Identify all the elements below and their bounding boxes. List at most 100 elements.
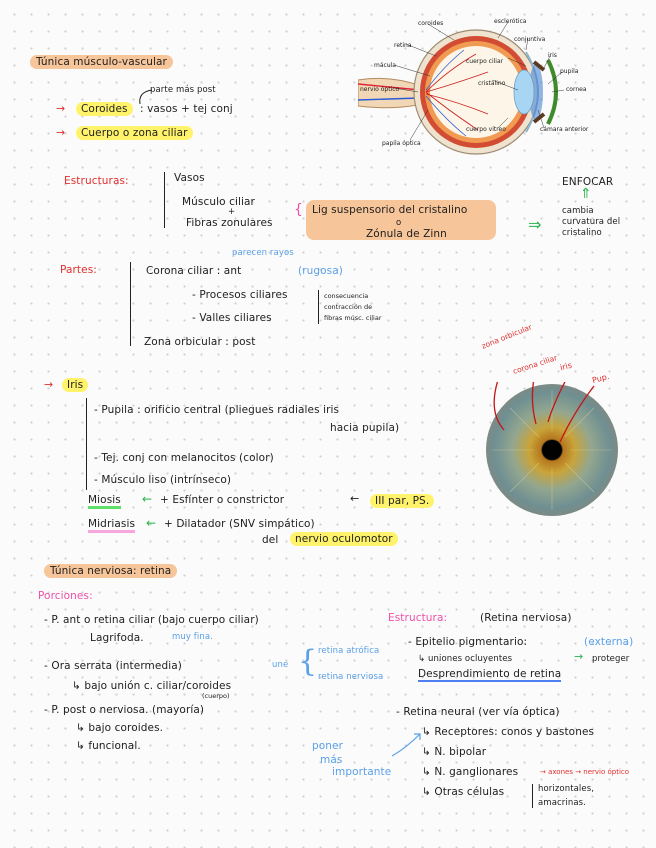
label-esclerotica: esclerótica [494, 18, 527, 25]
retina-neural: - Retina neural (ver vía óptica) [396, 706, 560, 718]
section1-title: Túnica músculo-vascular [30, 55, 173, 69]
label-cornea: cornea [566, 86, 587, 93]
nervio-oculomotor: nervio oculomotor [290, 532, 398, 546]
right-arrow-icon: → [574, 650, 584, 663]
zona-orbicular: Zona orbicular : post [144, 336, 256, 348]
curvatura: curvatura del [562, 217, 621, 227]
dilatador: + Dilatador (SNV simpático) [164, 518, 315, 530]
double-arrow-icon: ⇒ [528, 215, 542, 234]
left-arrow-icon: ← [146, 516, 157, 530]
estructura-label: Estructura: [388, 612, 448, 624]
n-bipolar: ↳ N. bipolar [422, 746, 487, 758]
blue-arrow-icon [391, 733, 421, 757]
n-ganglionares: ↳ N. ganglionares [422, 766, 519, 778]
une: une [272, 660, 289, 670]
cristalino: cristalino [562, 228, 602, 238]
proteger: proteger [592, 654, 630, 664]
ora-serrata: - Ora serrata (intermedia) [44, 660, 182, 672]
muy-fina: muy fina. [172, 632, 213, 642]
procesos-ciliares: - Procesos ciliares [192, 289, 288, 301]
retina-atrofica: retina atrófica [318, 646, 380, 656]
amacrinas: amacrinas. [538, 798, 586, 808]
mas: más [320, 754, 343, 766]
plus-sign: + [228, 207, 236, 217]
cuerpo-note: (cuerpo) [202, 692, 230, 700]
up-arrow-icon: ⇑ [580, 186, 592, 202]
pink-bracket: { [294, 202, 303, 218]
receptores: ↳ Receptores: conos y bastones [422, 726, 595, 738]
o-label: o [396, 218, 402, 228]
fibras-zonulares: Fibras zonulares [186, 217, 273, 229]
epitelio-pigmentario: - Epitelio pigmentario: [408, 636, 528, 648]
bajo-coroides: ↳ bajo coroides. [76, 722, 164, 734]
photo-label-iris: iris [559, 360, 573, 373]
cuerpo-ciliar-label: Cuerpo o zona ciliar [76, 126, 193, 140]
zonula: Zónula de Zinn [366, 228, 447, 240]
label-cristalino: cristalino [478, 80, 506, 87]
lagrifoda: Lagrifoda. [90, 632, 144, 644]
label-camara-anterior: cámara anterior [540, 126, 589, 133]
ligamento: Lig suspensorio del cristalino [312, 204, 468, 216]
nota-consecuencia: consecuencia [324, 292, 369, 300]
bajo-union: ↳ bajo unión c. ciliar/coroides [72, 680, 232, 692]
esfinter: + Esfínter o constrictor [160, 494, 285, 506]
brace [532, 784, 533, 808]
photo-label-zona-orbicular: zona orbicular [480, 322, 534, 351]
left-arrow-icon: ← [142, 492, 153, 506]
enfocar: ENFOCAR [562, 176, 614, 188]
horizontales: horizontales, [538, 784, 595, 794]
desprendimiento: Desprendimiento de retina [418, 668, 562, 682]
externa: (externa) [584, 636, 634, 648]
ligamento-box [306, 200, 496, 240]
label-retina: retina [394, 42, 412, 49]
curved-arrow-icon [139, 89, 153, 105]
pupila-def: - Pupila : orificio central (pliegues ra… [94, 404, 340, 416]
axones-nervio-optico: → axones → nervio óptico [540, 768, 630, 776]
label-macula: mácula [374, 62, 396, 69]
musculo-ciliar: Músculo ciliar [182, 196, 255, 208]
arrow-icon: → [56, 102, 66, 115]
label-conjuntiva: conjuntiva [514, 36, 546, 43]
tej-conj: - Tej. conj con melanocitos (color) [94, 452, 274, 464]
miosis: Miosis [88, 494, 121, 509]
blue-bracket: { [298, 644, 318, 679]
corona-ciliar: Corona ciliar : ant [146, 265, 242, 277]
cambia: cambia [562, 206, 594, 216]
estructuras-label: Estructuras: [64, 175, 129, 187]
porciones-label: Porciones: [38, 590, 93, 602]
label-papila-optica: papila óptica [382, 140, 421, 147]
partes-label: Partes: [60, 264, 97, 276]
brace [164, 172, 165, 228]
importante: importante [332, 766, 392, 778]
left-arrow-icon: ← [350, 492, 360, 505]
arrow-icon: → [44, 378, 54, 391]
arrow-icon: → [56, 126, 66, 139]
otras-celulas: ↳ Otras células [422, 786, 505, 798]
brace [318, 290, 319, 324]
nota-contraccion: contracción de [324, 303, 373, 311]
retina-nerviosa: retina nerviosa [318, 672, 384, 682]
coroides-def: : vasos + tej conj [140, 103, 233, 115]
iris-photo [486, 382, 618, 516]
label-cuerpo-vitreo: cuerpo vitreo [466, 126, 506, 133]
rugosa: (rugosa) [298, 265, 343, 277]
label-cuerpo-ciliar: cuerpo ciliar [466, 58, 504, 65]
iii-par: III par, PS. [370, 494, 435, 508]
p-post: - P. post o nerviosa. (mayoría) [44, 704, 205, 716]
musculo-liso: - Músculo liso (intrínseco) [94, 474, 232, 486]
uniones-ocluyentes: ↳ uniones ocluyentes [418, 654, 513, 664]
eye-anatomy-diagram [358, 21, 565, 155]
photo-label-corona-ciliar: corona ciliar [511, 353, 559, 376]
brace [86, 398, 87, 490]
retina-nerviosa-2: (Retina nerviosa) [480, 612, 572, 624]
coroides-label: Coroides [76, 102, 133, 116]
nota-fibras: fibras músc. ciliar [324, 314, 382, 322]
section2-title: Túnica nerviosa: retina [44, 564, 178, 578]
del-label: del [262, 534, 279, 546]
brace [130, 262, 131, 346]
p-ant: - P. ant o retina ciliar (bajo cuerpo ci… [44, 614, 259, 626]
parecen-rayos: parecen rayos [232, 248, 294, 258]
poner: poner [312, 740, 344, 752]
label-coroides: coroides [418, 20, 444, 27]
parte-mas-post: parte más post [150, 85, 216, 95]
